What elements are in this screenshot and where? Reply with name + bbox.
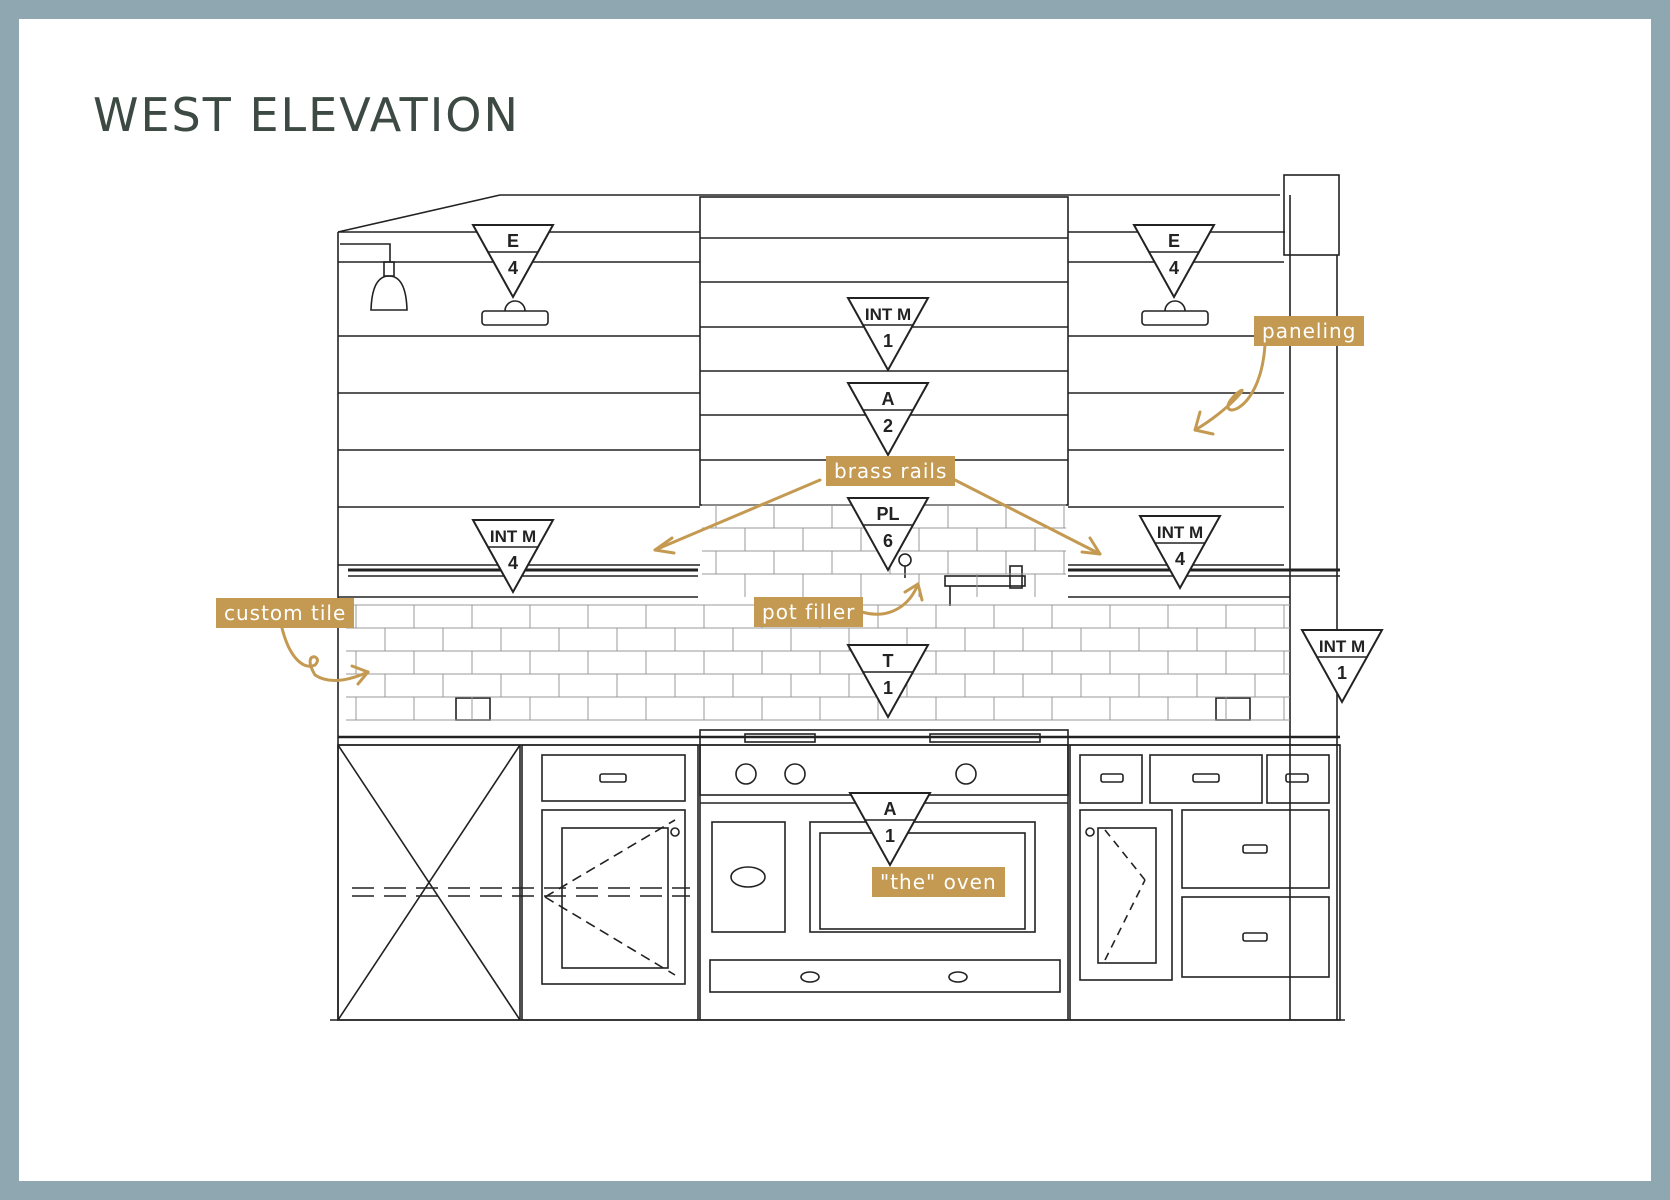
pot-filler — [898, 553, 1026, 606]
marker-top-label: PL — [876, 504, 899, 524]
marker-bottom-label: 1 — [883, 678, 893, 698]
picture-light-right — [1141, 300, 1209, 326]
marker-a1: A1 — [848, 792, 932, 868]
picture-light-left — [481, 300, 549, 326]
marker-bottom-label: 1 — [885, 826, 895, 846]
marker-intm1-hood: INT M 1 — [846, 297, 930, 373]
marker-top-label: A — [882, 389, 895, 409]
marker-top-label: T — [883, 651, 894, 671]
arrow-pot-filler — [860, 582, 920, 616]
outlet-left — [455, 697, 491, 721]
callout-custom-tile: custom tile — [216, 598, 355, 628]
wall-sconce — [340, 243, 408, 311]
marker-t1: T1 — [846, 644, 930, 720]
marker-bottom-label: 4 — [508, 258, 518, 278]
marker-e4-left: E4 — [471, 224, 555, 300]
marker-intm4-right: INT M 4 — [1138, 515, 1222, 591]
marker-intm1-side: INT M 1 — [1300, 629, 1384, 705]
marker-top-label: E — [507, 231, 519, 251]
page-title: WEST ELEVATION — [93, 88, 520, 142]
base-cabinet-left — [521, 744, 699, 1021]
marker-bottom-label: 4 — [1175, 549, 1185, 569]
subway-tile — [346, 504, 1290, 721]
ceiling-slope — [337, 194, 501, 233]
marker-intm4-left: INT M 4 — [471, 519, 555, 595]
arrow-custom-tile — [280, 626, 370, 683]
marker-pl6: PL 6 — [846, 497, 930, 573]
paneling-left — [338, 261, 700, 566]
window-detail — [1283, 174, 1340, 256]
callout-brass-rails: brass rails — [826, 456, 956, 486]
arrow-paneling — [1193, 343, 1267, 432]
marker-top-label: INT M — [1157, 523, 1203, 542]
callout-paneling: paneling — [1254, 316, 1365, 346]
marker-a2: A2 — [846, 382, 930, 458]
marker-bottom-label: 1 — [1337, 663, 1347, 683]
marker-bottom-label: 6 — [883, 531, 893, 551]
callout-oven: "the" oven — [872, 867, 1005, 897]
arrow-brass-right — [953, 478, 1102, 556]
marker-top-label: A — [884, 799, 897, 819]
callout-pot-filler: pot filler — [754, 597, 864, 627]
base-cabinet-right — [1069, 744, 1341, 1021]
marker-e4-right: E4 — [1132, 224, 1216, 300]
marker-top-label: INT M — [1319, 637, 1365, 656]
marker-bottom-label: 4 — [508, 553, 518, 573]
marker-bottom-label: 1 — [883, 331, 893, 351]
marker-top-label: INT M — [490, 527, 536, 546]
outlet-right — [1215, 697, 1251, 721]
marker-bottom-label: 4 — [1169, 258, 1179, 278]
panel-cabinet — [337, 744, 521, 1021]
arrow-brass-left — [653, 478, 822, 552]
range-oven — [699, 729, 1069, 1021]
marker-bottom-label: 2 — [883, 416, 893, 436]
marker-top-label: INT M — [865, 305, 911, 324]
marker-top-label: E — [1168, 231, 1180, 251]
